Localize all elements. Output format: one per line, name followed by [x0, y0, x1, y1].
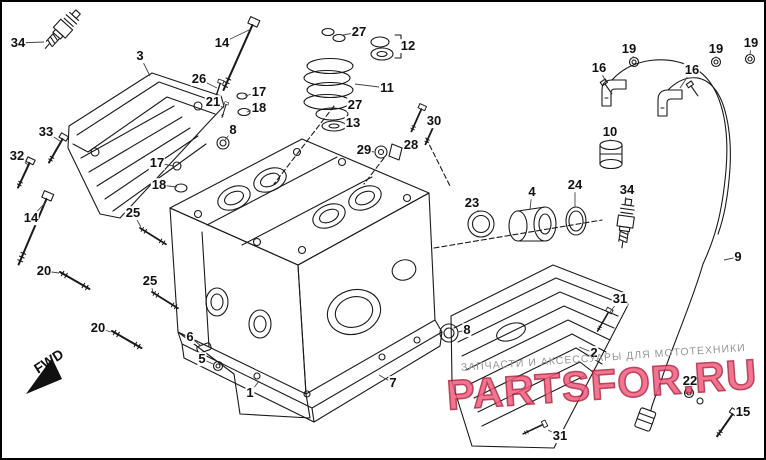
part-callout-34: 34 [9, 35, 27, 51]
part-callout-34: 34 [618, 182, 636, 198]
cylinder-head-drawing [169, 105, 603, 423]
part-callout-13: 13 [344, 115, 362, 131]
part-callout-16: 16 [683, 62, 701, 78]
grille-cover-drawing [439, 264, 704, 449]
part-callout-27: 27 [346, 97, 364, 113]
part-callout-6: 6 [185, 329, 195, 345]
part-callout-19: 19 [620, 41, 638, 57]
part-callout-31: 31 [611, 291, 629, 307]
part-callout-14: 14 [22, 210, 40, 226]
part-callout-23: 23 [463, 195, 481, 211]
valve-cover-drawing [67, 72, 225, 219]
part-callout-2: 2 [589, 345, 599, 361]
part-callout-8: 8 [462, 322, 472, 338]
part-callout-26: 26 [190, 71, 208, 87]
part-callout-5: 5 [197, 351, 207, 367]
part-callout-29: 29 [355, 142, 373, 158]
rubber-mount-drawing [599, 139, 623, 170]
part-callout-28: 28 [402, 137, 420, 153]
part-callout-11: 11 [379, 80, 395, 96]
part-callout-17: 17 [250, 84, 268, 100]
part-callout-14: 14 [213, 35, 231, 51]
part-callout-1: 1 [245, 385, 255, 401]
part-callout-7: 7 [388, 375, 398, 391]
part-callout-18: 18 [250, 100, 268, 116]
part-callout-9: 9 [733, 249, 743, 265]
part-callout-17: 17 [148, 155, 166, 171]
part-callout-25: 25 [141, 273, 159, 289]
rocker-small-parts-drawing [172, 92, 403, 372]
part-callout-18: 18 [150, 177, 168, 193]
part-callout-4: 4 [527, 184, 537, 200]
part-callout-8: 8 [228, 122, 238, 138]
port-seal-drawing [467, 206, 587, 242]
part-callout-30: 30 [425, 113, 443, 129]
part-callout-27: 27 [350, 24, 368, 40]
part-callout-19: 19 [707, 41, 725, 57]
part-callout-15: 15 [734, 404, 752, 420]
fwd-arrow [26, 358, 62, 394]
part-callout-24: 24 [566, 177, 584, 193]
part-callout-21: 21 [204, 94, 222, 110]
part-callout-16: 16 [590, 60, 608, 76]
part-callout-10: 10 [601, 124, 619, 140]
spark-plug-wires-drawing [599, 53, 756, 432]
part-callout-32: 32 [8, 148, 26, 164]
part-callout-31: 31 [551, 428, 569, 444]
part-callout-20: 20 [89, 320, 107, 336]
part-callout-33: 33 [37, 124, 55, 140]
part-callout-3: 3 [135, 48, 145, 64]
part-callout-20: 20 [35, 263, 53, 279]
part-callout-19: 19 [742, 35, 760, 51]
part-callout-12: 12 [399, 38, 417, 54]
part-callout-22: 22 [681, 373, 699, 389]
part-callout-25: 25 [124, 205, 142, 221]
